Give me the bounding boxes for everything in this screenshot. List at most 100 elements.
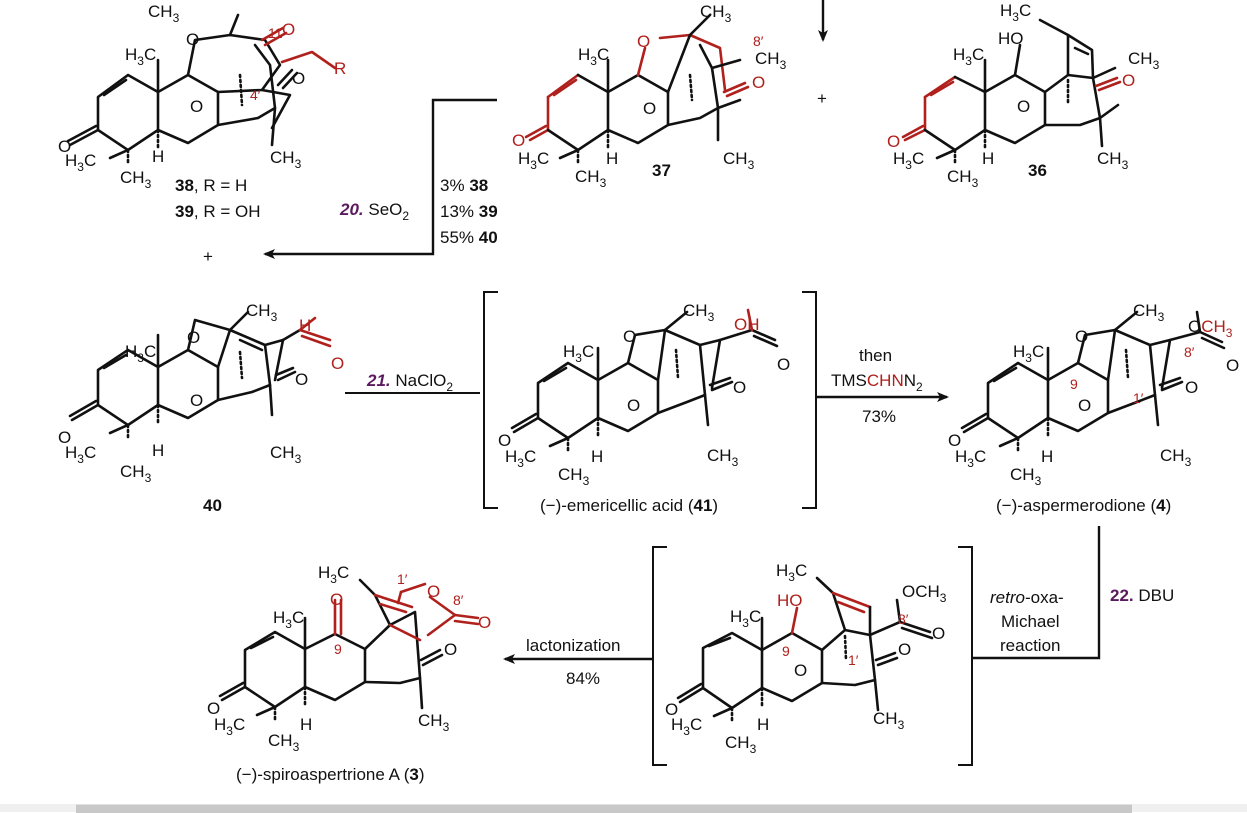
- och3-label: OCH3: [902, 582, 947, 605]
- ch3-label: CH3: [148, 2, 180, 25]
- ketone-o: O: [444, 640, 457, 659]
- ch3-label: CH3: [700, 2, 732, 25]
- yield-40: 55% 40: [440, 228, 498, 247]
- step-21-label: 21. NaClO2: [366, 371, 453, 394]
- acid-oh: OH: [734, 315, 760, 334]
- ch3-label: CH3: [707, 446, 739, 469]
- locant-1prime: 1′: [848, 652, 859, 668]
- h3c-label: H3C: [1013, 342, 1044, 365]
- locant-8prime: 8′: [753, 33, 764, 49]
- ch3-label: CH3: [723, 149, 755, 172]
- ch3-label: CH3: [1097, 149, 1129, 172]
- locant-8prime: 8′: [453, 592, 464, 608]
- enone-o: O: [58, 428, 71, 447]
- locant-9: 9: [334, 641, 342, 657]
- ch3-label: CH3: [246, 301, 278, 324]
- ether-o-red: O: [637, 32, 650, 51]
- o-label: O: [623, 327, 636, 346]
- enone-o: O: [58, 137, 71, 156]
- ch3-label: CH3: [683, 301, 715, 324]
- lactonization-label: lactonization: [526, 636, 621, 655]
- o-label: O: [187, 328, 200, 347]
- scrollbar-thumb[interactable]: [76, 804, 1132, 813]
- h3c-label: H3C: [953, 45, 984, 68]
- carbonyl-o: O: [282, 20, 295, 39]
- ch3-label: CH3: [270, 148, 302, 171]
- ch3-label: CH3: [558, 465, 590, 488]
- och3-label: OCH3: [1188, 317, 1233, 340]
- h3c-label: H3C: [65, 151, 96, 174]
- step-20-arrow: [263, 98, 497, 259]
- compound-41-bracket: [483, 291, 817, 509]
- ch3-label: CH3: [270, 443, 302, 466]
- h3c-label: H3C: [273, 608, 304, 631]
- h3c-label: H3C: [65, 443, 96, 466]
- ch3-label: CH3: [1128, 49, 1160, 72]
- ch3-label: CH3: [755, 49, 787, 72]
- ether-o: O: [1078, 396, 1091, 415]
- ch3-label: CH3: [725, 733, 757, 756]
- o-label: O: [1075, 327, 1088, 346]
- h3c-label: H3C: [776, 561, 807, 584]
- horizontal-scrollbar[interactable]: [0, 804, 1247, 813]
- compound-name-3: (−)-spiroaspertrione A (3): [236, 765, 425, 784]
- enone-o: O: [948, 431, 961, 450]
- compound-label-36: 36: [1028, 161, 1047, 180]
- compound-label-40: 40: [203, 496, 222, 515]
- h3c-label: H3C: [125, 45, 156, 68]
- yield-84: 84%: [566, 669, 600, 688]
- intermediate-compound: H3C HO OCH3 H3C 8′ O O 9 1′ O O H3C H CH…: [665, 561, 947, 756]
- o-label: O: [186, 30, 199, 49]
- h-label: H: [757, 715, 769, 734]
- ch3-label: CH3: [947, 167, 979, 190]
- h-label: H: [1041, 447, 1053, 466]
- r-label: R: [334, 59, 346, 78]
- enone-o: O: [498, 431, 511, 450]
- locant-1prime: 1′: [397, 571, 408, 587]
- ketone-o: O: [292, 69, 305, 88]
- ketone-o: O: [898, 640, 911, 659]
- h3c-label: H3C: [578, 45, 609, 68]
- locant-8prime: 8′: [1184, 344, 1195, 360]
- step-22-label: 22. DBU: [1110, 586, 1174, 605]
- plus-sign: +: [203, 247, 213, 266]
- retro-label-1: retro-oxa-: [990, 588, 1064, 607]
- ether-o: O: [794, 661, 807, 680]
- ho-label: HO: [998, 29, 1024, 48]
- h3c-label: H3C: [671, 715, 702, 738]
- h-label: H: [606, 149, 618, 168]
- locant-4prime: 4′: [250, 87, 261, 103]
- ch3-label: CH3: [268, 731, 300, 754]
- ether-o: O: [643, 99, 656, 118]
- h-label: H: [152, 441, 164, 460]
- ether-o: O: [627, 396, 640, 415]
- ring-a: [66, 73, 160, 152]
- cage: [186, 13, 292, 147]
- lactone-carbonyl-o: O: [478, 613, 491, 632]
- ether-o: O: [1017, 97, 1030, 116]
- ketone-o: O: [1185, 378, 1198, 397]
- compound-label-38: 38, R = H: [175, 176, 247, 195]
- yield-73: 73%: [862, 407, 896, 426]
- ch3-label: CH3: [1133, 301, 1165, 324]
- compound-name-4: (−)-aspermerodione (4): [996, 496, 1171, 515]
- ch3-label: CH3: [1160, 446, 1192, 469]
- compound-label-39: 39, R = OH: [175, 202, 261, 221]
- retro-label-2: Michael: [1001, 612, 1060, 631]
- h-label: H: [591, 447, 603, 466]
- h3c-label: H3C: [1000, 1, 1031, 24]
- h-label: H: [982, 149, 994, 168]
- compound-40: CH3 O H O H3C O O O H3C H CH3 CH3 40: [58, 301, 344, 515]
- compound-37: O CH3 8′ CH3 O H3C O O H3C H CH3 37 CH3: [512, 2, 787, 190]
- ether-o: O: [190, 97, 203, 116]
- ch3-label: CH3: [418, 711, 450, 734]
- h3c-label: H3C: [125, 342, 156, 365]
- c9-ketone-o: O: [330, 590, 343, 609]
- ch3-label: CH3: [1010, 465, 1042, 488]
- step-22-line: [972, 526, 1101, 660]
- ester-o: O: [1226, 356, 1239, 375]
- h3c-label: H3C: [955, 447, 986, 470]
- h3c-label: H3C: [730, 607, 761, 630]
- locant-9: 9: [782, 643, 790, 659]
